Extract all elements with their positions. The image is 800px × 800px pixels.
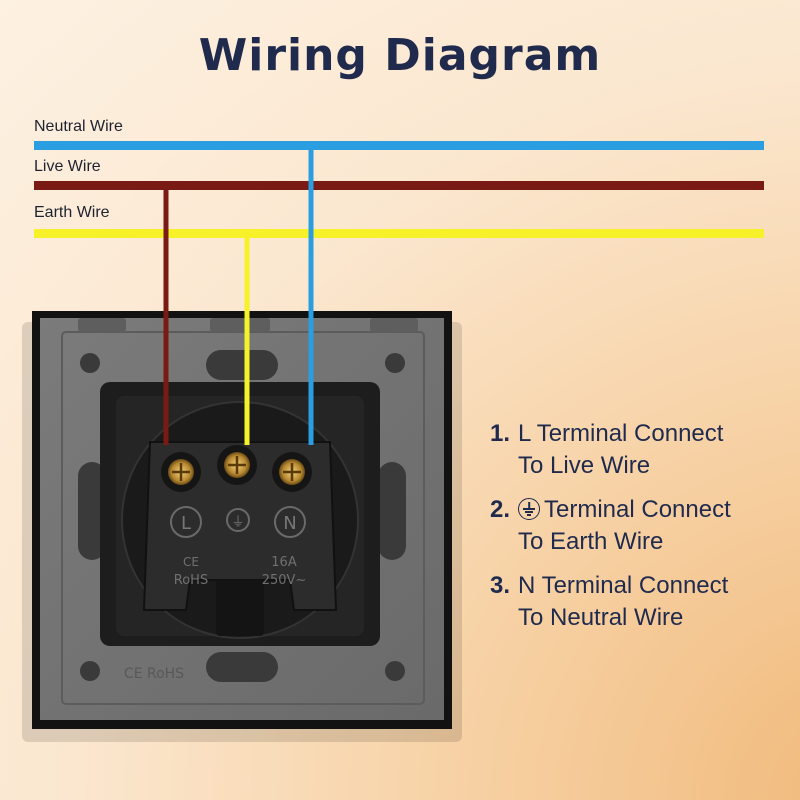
step-line: N Terminal Connect [518, 572, 729, 599]
live-wire [34, 181, 764, 190]
instruction-list: 1. L Terminal Connect To Live Wire 2. Te… [490, 418, 790, 646]
rohs-mark: RoHS [174, 573, 208, 588]
step-1: 1. L Terminal Connect To Live Wire [490, 418, 790, 482]
mounting-slot [378, 462, 406, 560]
step-number: 2. [490, 496, 511, 523]
neutral-wire [34, 141, 764, 150]
earth-ground-icon [518, 498, 540, 520]
earth-terminal-label: ⏚ [231, 515, 244, 530]
earth-wire [34, 229, 764, 238]
neutral-terminal-label: N [283, 513, 296, 534]
page-title: Wiring Diagram [198, 30, 602, 81]
mounting-hole [80, 353, 100, 373]
mounting-slot [78, 462, 106, 560]
step-line: To Live Wire [518, 452, 651, 479]
earth-wire-label: Earth Wire [34, 204, 110, 221]
ce-mark: CE [183, 555, 199, 569]
neutral-wire-label: Neutral Wire [34, 118, 123, 135]
live-terminal-label: L [181, 513, 191, 534]
step-line: To Earth Wire [518, 528, 664, 555]
step-number: 3. [490, 572, 511, 599]
step-line: Terminal Connect [544, 496, 731, 523]
step-line: To Neutral Wire [518, 604, 684, 631]
step-2: 2. Terminal Connect To Earth Wire [490, 494, 790, 558]
current-rating: 16A [271, 555, 297, 570]
step-number: 1. [490, 420, 511, 447]
mounting-slot [206, 350, 278, 380]
mounting-hole [385, 661, 405, 681]
step-line: L Terminal Connect [518, 420, 724, 447]
plate-ce-rohs-mark: CE RoHS [124, 666, 184, 682]
step-3: 3. N Terminal Connect To Neutral Wire [490, 570, 790, 634]
mounting-hole [385, 353, 405, 373]
voltage-rating: 250V~ [262, 573, 307, 588]
mounting-hole [80, 661, 100, 681]
mounting-slot [206, 652, 278, 682]
live-wire-label: Live Wire [34, 158, 101, 175]
